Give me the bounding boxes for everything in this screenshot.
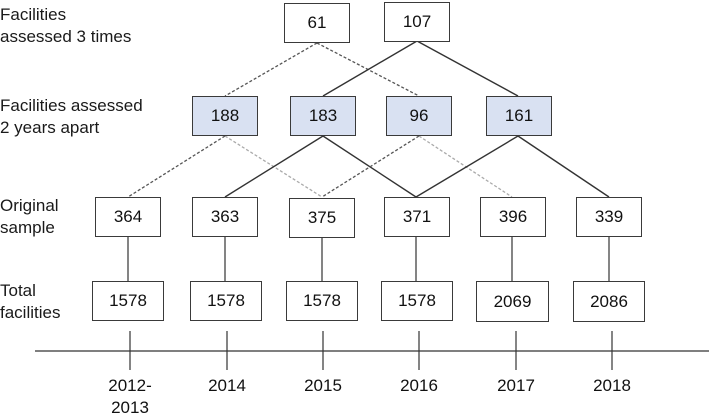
- node-total-facilities: 1578: [286, 281, 358, 321]
- edge-96-396: [418, 135, 513, 198]
- node-total-facilities: 1578: [381, 281, 453, 321]
- edge-96-375: [321, 135, 420, 198]
- node-original-sample: 339: [576, 197, 642, 237]
- node-three-times: 107: [384, 2, 450, 42]
- edge-161-339: [517, 135, 610, 198]
- node-original-sample: 371: [384, 197, 450, 237]
- edge-61-188: [224, 42, 318, 97]
- row-label-three-times: Facilities assessed 3 times: [0, 5, 132, 46]
- edge-107-183: [322, 40, 418, 97]
- node-two-years: 96: [386, 96, 452, 136]
- node-original-sample: 375: [289, 198, 355, 238]
- edge-183-363: [224, 135, 324, 198]
- node-total-facilities: 2069: [476, 281, 549, 322]
- node-two-years: 161: [486, 96, 552, 136]
- year-label: 2012- 2013: [108, 376, 152, 417]
- year-label: 2014: [208, 376, 246, 395]
- year-label: 2015: [304, 376, 342, 395]
- edge-188-364: [127, 135, 226, 198]
- year-label: 2016: [400, 376, 438, 395]
- edge-161-371: [415, 135, 519, 198]
- node-original-sample: 364: [95, 197, 161, 237]
- year-label: 2018: [593, 376, 631, 395]
- row-label-original: Original sample: [0, 196, 59, 237]
- edge-183-371: [322, 135, 417, 198]
- node-total-facilities: 2086: [573, 281, 645, 322]
- row-label-total: Total facilities: [0, 281, 61, 322]
- node-original-sample: 396: [480, 197, 546, 237]
- year-label: 2017: [497, 376, 535, 395]
- node-two-years: 188: [192, 96, 258, 136]
- row-label-two-years: Facilities assessed 2 years apart: [0, 96, 143, 137]
- node-total-facilities: 1578: [190, 281, 262, 321]
- node-three-times: 61: [284, 3, 350, 43]
- edge-107-161: [416, 40, 519, 97]
- node-original-sample: 363: [192, 197, 258, 237]
- node-total-facilities: 1578: [92, 281, 164, 321]
- node-two-years: 183: [290, 96, 356, 136]
